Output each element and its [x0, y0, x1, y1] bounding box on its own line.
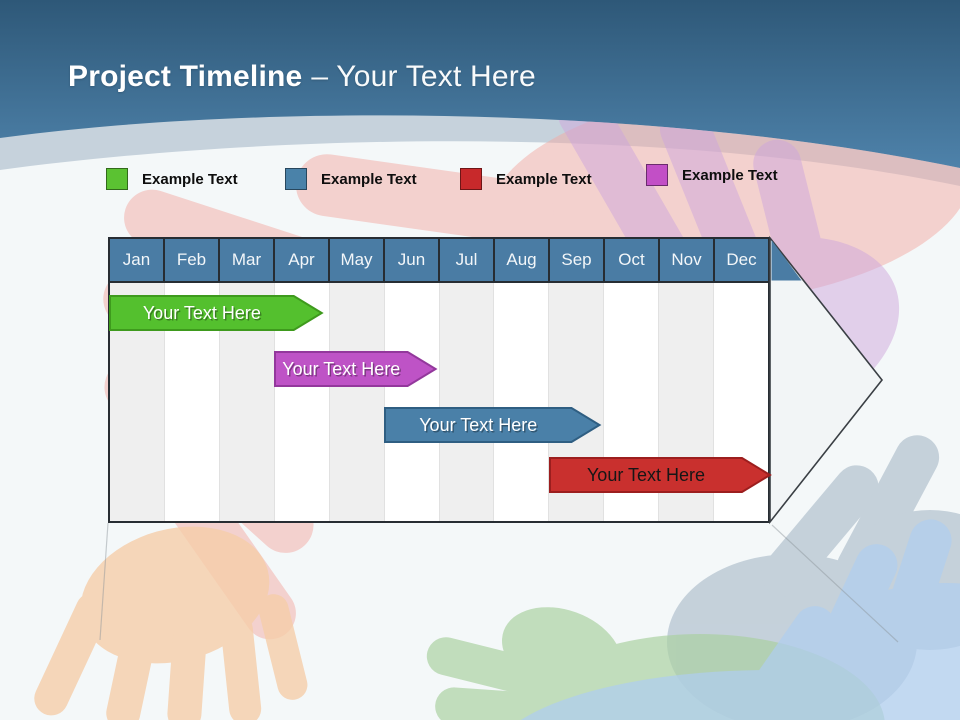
slide-title[interactable]: Project Timeline– Your Text Here: [68, 60, 536, 102]
gantt-bar-label[interactable]: Your Text Here: [419, 415, 537, 435]
legend-item-green[interactable]: Example Text: [106, 164, 238, 194]
table-reflection-lines: [99, 522, 899, 643]
month-header-cell[interactable]: Nov: [660, 239, 715, 281]
blue-hand: [490, 519, 960, 720]
month-header-cell[interactable]: Sep: [550, 239, 605, 281]
month-header-cell[interactable]: Jun: [385, 239, 440, 281]
legend-swatch-red: [460, 168, 482, 190]
gantt-bar-shape[interactable]: [274, 351, 438, 387]
month-header-cell[interactable]: Mar: [220, 239, 275, 281]
gantt-bar-label-shadow: Your Text Here: [284, 360, 402, 380]
month-header-cell[interactable]: Feb: [165, 239, 220, 281]
month-header-cell[interactable]: Apr: [275, 239, 330, 281]
month-body-row: [110, 283, 769, 521]
gantt-bar-label-shadow: Your Text Here: [421, 416, 539, 436]
legend-item-red[interactable]: Example Text: [460, 164, 592, 194]
month-body-column: [329, 283, 385, 521]
legend-label: Example Text: [496, 170, 592, 188]
gantt-bar-shape[interactable]: [549, 457, 772, 493]
month-header-cell[interactable]: May: [330, 239, 385, 281]
legend-swatch-blue: [285, 168, 307, 190]
gantt-bar-label[interactable]: Your Text Here: [282, 359, 400, 379]
gantt-bar-label[interactable]: Your Text Here: [143, 303, 261, 323]
header-gradient-shape: [0, 0, 960, 168]
legend-swatch-magenta: [646, 164, 668, 186]
legend-item-magenta[interactable]: Example Text: [646, 160, 778, 190]
legend-label: Example Text: [142, 170, 238, 188]
gantt-bar[interactable]: Your Text Here: [549, 457, 772, 493]
legend-swatch-green: [106, 168, 128, 190]
legend: Example Text Example Text Example Text E…: [0, 164, 960, 198]
gantt-bar-shape[interactable]: [109, 295, 324, 331]
month-header-cell[interactable]: Aug: [495, 239, 550, 281]
title-secondary-text: – Your Text Here: [311, 60, 536, 93]
peach-hand: [34, 526, 308, 720]
month-header-cell[interactable]: Jan: [110, 239, 165, 281]
gantt-bar-shape[interactable]: [384, 407, 602, 443]
gantt-bar-label-shadow: Your Text Here: [144, 304, 262, 324]
title-main-text: Project Timeline: [68, 60, 303, 93]
arrowhead-header-band: [771, 240, 802, 281]
month-header-cell[interactable]: Oct: [605, 239, 660, 281]
month-body-column: [384, 283, 440, 521]
gantt-bar-label[interactable]: Your Text Here: [587, 465, 705, 485]
month-body-column: [494, 283, 550, 521]
timeline-arrowhead[interactable]: [769, 235, 884, 525]
month-body-column: [439, 283, 495, 521]
legend-label: Example Text: [682, 166, 778, 184]
month-header-cell[interactable]: Dec: [726, 250, 757, 269]
month-header-cell[interactable]: Jul: [440, 239, 495, 281]
legend-label: Example Text: [321, 170, 417, 188]
legend-item-blue[interactable]: Example Text: [285, 164, 417, 194]
